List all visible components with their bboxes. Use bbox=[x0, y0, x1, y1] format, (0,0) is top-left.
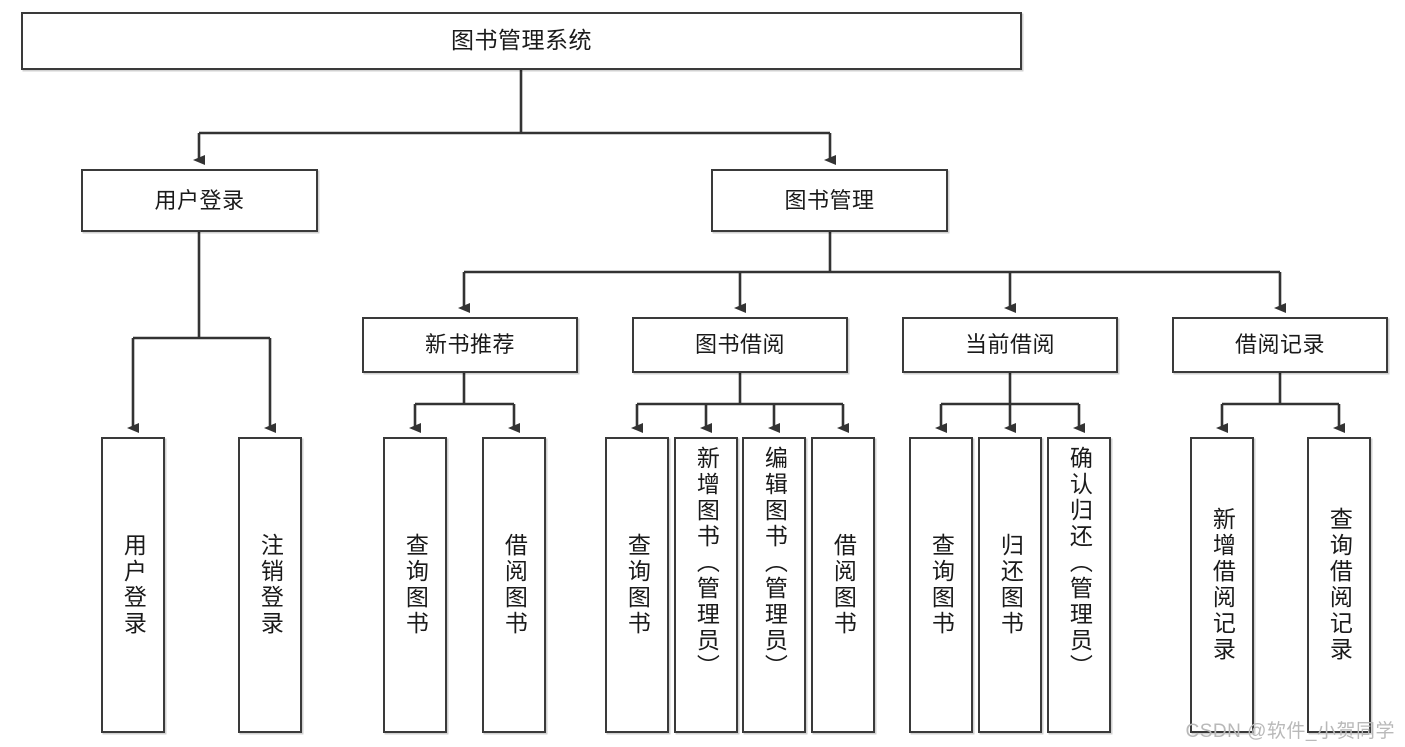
leaf-recommend-borrow-book[interactable]: 借阅图书 bbox=[482, 437, 546, 733]
leaf-current-return-book[interactable]: 归还图书 bbox=[978, 437, 1042, 733]
leaf-current-query-book-label: 查询图书 bbox=[928, 533, 955, 637]
node-new-book-recommend-label: 新书推荐 bbox=[424, 332, 515, 358]
node-borrow-record-label: 借阅记录 bbox=[1234, 332, 1325, 358]
leaf-record-add-borrow-record-label: 新增借阅记录 bbox=[1209, 507, 1236, 663]
node-book-management-label: 图书管理 bbox=[784, 187, 875, 213]
node-borrow-record[interactable]: 借阅记录 bbox=[1172, 317, 1388, 373]
leaf-recommend-query-book[interactable]: 查询图书 bbox=[383, 437, 447, 733]
leaf-user-logout[interactable]: 注销登录 bbox=[238, 437, 302, 733]
leaf-borrow-do-borrow-book[interactable]: 借阅图书 bbox=[811, 437, 875, 733]
node-user-login-label: 用户登录 bbox=[154, 187, 245, 213]
leaf-record-add-borrow-record[interactable]: 新增借阅记录 bbox=[1190, 437, 1254, 733]
leaf-current-confirm-return-admin[interactable]: 确认归还（管理员） bbox=[1047, 437, 1111, 733]
leaf-record-query-borrow-record-label: 查询借阅记录 bbox=[1326, 507, 1353, 663]
node-current-borrow[interactable]: 当前借阅 bbox=[902, 317, 1118, 373]
leaf-record-query-borrow-record[interactable]: 查询借阅记录 bbox=[1307, 437, 1371, 733]
leaf-borrow-add-book-admin-label: 新增图书（管理员） bbox=[693, 446, 720, 680]
node-root[interactable]: 图书管理系统 bbox=[21, 12, 1022, 70]
node-current-borrow-label: 当前借阅 bbox=[964, 332, 1055, 358]
leaf-borrow-add-book-admin[interactable]: 新增图书（管理员） bbox=[674, 437, 738, 733]
node-book-borrow[interactable]: 图书借阅 bbox=[632, 317, 848, 373]
node-book-borrow-label: 图书借阅 bbox=[694, 332, 785, 358]
leaf-current-query-book[interactable]: 查询图书 bbox=[909, 437, 973, 733]
leaf-borrow-edit-book-admin-label: 编辑图书（管理员） bbox=[761, 446, 788, 680]
leaf-user-login[interactable]: 用户登录 bbox=[101, 437, 165, 733]
csdn-watermark: CSDN @软件_小贺同学 bbox=[1185, 721, 1395, 742]
leaf-borrow-edit-book-admin[interactable]: 编辑图书（管理员） bbox=[742, 437, 806, 733]
node-new-book-recommend[interactable]: 新书推荐 bbox=[362, 317, 578, 373]
leaf-current-confirm-return-admin-label: 确认归还（管理员） bbox=[1066, 446, 1093, 680]
leaf-borrow-query-book[interactable]: 查询图书 bbox=[605, 437, 669, 733]
leaf-recommend-borrow-book-label: 借阅图书 bbox=[501, 533, 528, 637]
node-book-management[interactable]: 图书管理 bbox=[711, 169, 948, 232]
leaf-recommend-query-book-label: 查询图书 bbox=[402, 533, 429, 637]
leaf-user-login-label: 用户登录 bbox=[120, 533, 147, 637]
leaf-current-return-book-label: 归还图书 bbox=[997, 533, 1024, 637]
leaf-borrow-do-borrow-book-label: 借阅图书 bbox=[830, 533, 857, 637]
node-user-login[interactable]: 用户登录 bbox=[81, 169, 318, 232]
leaf-borrow-query-book-label: 查询图书 bbox=[624, 533, 651, 637]
leaf-user-logout-label: 注销登录 bbox=[257, 533, 284, 637]
node-root-label: 图书管理系统 bbox=[451, 27, 592, 54]
